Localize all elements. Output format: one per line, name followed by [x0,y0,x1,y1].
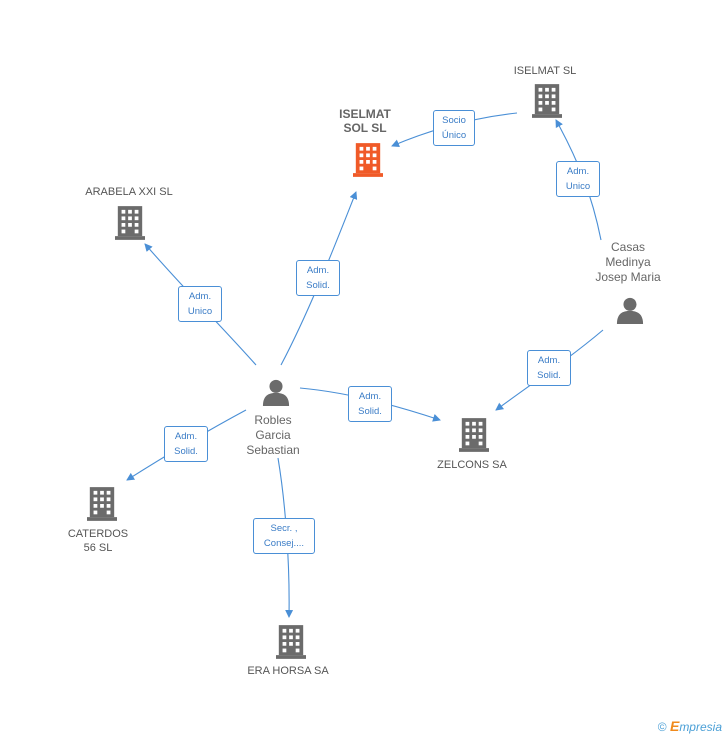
node-label-iselmat-sol[interactable]: ISELMAT SOL SL [339,107,391,135]
node-label-casas[interactable]: Casas Medinya Josep Maria [595,240,661,284]
edge-label-adm-unico-arabela: Adm. Unico [178,286,222,322]
node-label-iselmat[interactable]: ISELMAT SL [513,65,577,77]
building-icon[interactable] [532,84,562,118]
empresia-watermark[interactable]: © Empresia [658,718,722,734]
edge-label-socio-unico: Socio Único [433,110,475,146]
node-label-era-horsa[interactable]: ERA HORSA SA [247,665,329,677]
building-icon[interactable] [353,143,383,177]
building-icon[interactable] [459,418,489,452]
building-icon[interactable] [115,206,145,240]
edge-label-adm-unico-iselmat: Adm. Unico [556,161,600,197]
node-label-zelcons[interactable]: ZELCONS SA [437,459,507,471]
edge-label-adm-solid-caterdos: Adm. Solid. [164,426,208,462]
person-icon[interactable] [616,297,644,324]
edge-label-adm-solid-robles-zelcons: Adm. Solid. [348,386,392,422]
node-label-arabela[interactable]: ARABELA XXI SL [85,186,173,198]
copyright-symbol: © [657,720,667,734]
brand-initial: E [669,718,680,734]
edge-label-adm-solid-casas-zelcons: Adm. Solid. [527,350,571,386]
edge-label-secr-consej: Secr. , Consej.... [253,518,315,554]
brand-name: mpresia [679,720,722,734]
building-icon[interactable] [87,487,117,521]
edge-label-adm-solid-iselmat-sol: Adm. Solid. [296,260,340,296]
node-label-caterdos[interactable]: CATERDOS 56 SL [67,528,129,554]
person-icon[interactable] [262,379,290,406]
node-label-robles[interactable]: Robles Garcia Sebastian [246,413,300,457]
building-icon[interactable] [276,625,306,659]
